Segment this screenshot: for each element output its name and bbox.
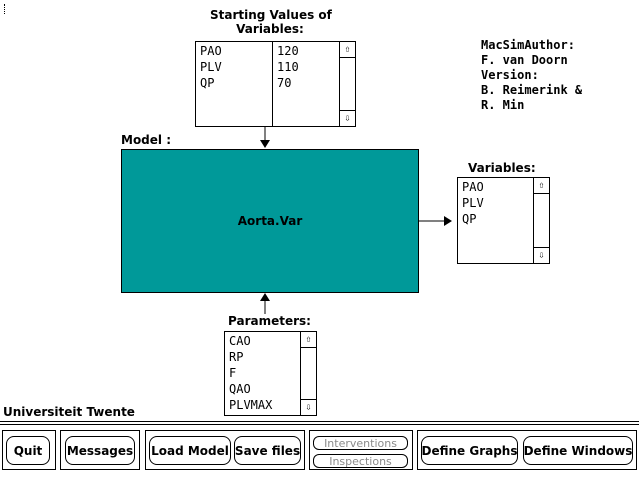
down-arrow-icon xyxy=(260,126,270,148)
starting-values-title: Starting Values of Variables: xyxy=(210,8,332,36)
version-author-1: B. Reimerink & xyxy=(481,83,583,97)
model-name: Aorta.Var xyxy=(237,214,303,228)
define-graphs-button[interactable]: Define Graphs xyxy=(421,436,518,465)
starting-value-name[interactable]: QP xyxy=(200,76,215,90)
parameters-title: Parameters: xyxy=(228,314,311,328)
version-label: Version: xyxy=(481,68,539,82)
scroll-down-arrow-icon[interactable]: ⇩ xyxy=(301,399,316,415)
parameter-item[interactable]: RP xyxy=(229,350,244,364)
scroll-up-arrow-icon[interactable]: ⇧ xyxy=(340,42,355,58)
starting-values-column-divider xyxy=(272,42,273,126)
define-windows-button[interactable]: Define Windows xyxy=(523,436,633,465)
variable-item[interactable]: PAO xyxy=(462,180,484,194)
starting-values-title-line1: Starting Values of xyxy=(210,8,332,22)
scroll-up-arrow-icon[interactable]: ⇧ xyxy=(301,332,316,348)
author-name: F. van Doorn xyxy=(481,53,568,67)
model-box[interactable]: Aorta.Var xyxy=(121,149,419,293)
starting-values-list[interactable]: PAO PLV QP 120 110 70 ⇧ ⇩ xyxy=(195,41,356,127)
variable-item[interactable]: PLV xyxy=(462,196,484,210)
interventions-button[interactable]: Interventions xyxy=(313,436,408,450)
right-arrow-icon xyxy=(418,216,452,226)
save-files-button[interactable]: Save files xyxy=(234,436,301,465)
starting-values-title-line2: Variables: xyxy=(236,22,304,36)
institution-label: Universiteit Twente xyxy=(3,405,135,419)
starting-value-number[interactable]: 120 xyxy=(277,44,299,58)
inspections-button[interactable]: Inspections xyxy=(313,454,408,468)
parameter-item[interactable]: QAO xyxy=(229,382,251,396)
toolbar-group-define xyxy=(417,430,637,470)
scroll-down-arrow-icon[interactable]: ⇩ xyxy=(534,247,549,263)
parameter-item[interactable]: F xyxy=(229,366,237,380)
parameters-scrollbar[interactable]: ⇧ ⇩ xyxy=(300,332,316,415)
starting-value-number[interactable]: 110 xyxy=(277,60,299,74)
variables-list[interactable]: PAO PLV QP ⇧ ⇩ xyxy=(457,177,550,264)
parameter-item[interactable]: PLVMAX xyxy=(229,398,273,412)
variable-item[interactable]: QP xyxy=(462,212,477,226)
parameters-list[interactable]: CAO RP F QAO PLVMAX ⇧ ⇩ xyxy=(224,331,317,416)
starting-values-scrollbar[interactable]: ⇧ ⇩ xyxy=(339,42,355,126)
author-info: MacSimAuthor: F. van Doorn Version: B. R… xyxy=(481,38,582,113)
quit-button[interactable]: Quit xyxy=(6,436,50,465)
starting-value-number[interactable]: 70 xyxy=(277,76,292,90)
load-model-button[interactable]: Load Model xyxy=(149,436,231,465)
variables-scrollbar[interactable]: ⇧ ⇩ xyxy=(533,178,549,263)
parameter-item[interactable]: CAO xyxy=(229,334,251,348)
model-label: Model : xyxy=(121,133,172,147)
toolbar-divider xyxy=(0,421,639,422)
toolbar-group-quit xyxy=(2,430,56,470)
messages-button[interactable]: Messages xyxy=(65,436,135,465)
text-cursor-mark xyxy=(4,4,6,14)
starting-value-name[interactable]: PAO xyxy=(200,44,222,58)
scroll-down-arrow-icon[interactable]: ⇩ xyxy=(340,110,355,126)
variables-title: Variables: xyxy=(468,161,536,175)
starting-value-name[interactable]: PLV xyxy=(200,60,222,74)
toolbar-group-files xyxy=(145,430,305,470)
scroll-up-arrow-icon[interactable]: ⇧ xyxy=(534,178,549,194)
author-label: MacSimAuthor: xyxy=(481,38,575,52)
up-arrow-icon xyxy=(260,293,270,314)
version-author-2: R. Min xyxy=(481,98,525,112)
toolbar-divider xyxy=(0,424,639,425)
toolbar-group-interventions xyxy=(309,430,413,470)
toolbar-group-messages xyxy=(60,430,140,470)
